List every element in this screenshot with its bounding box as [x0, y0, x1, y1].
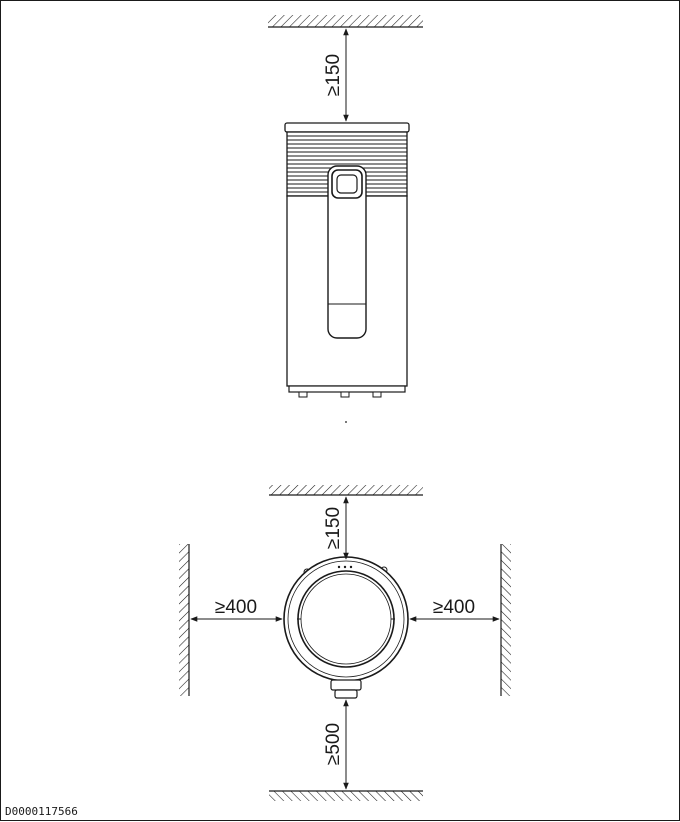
drawing-number: D0000117566 [5, 805, 78, 818]
rear-clearance-dimension: ≥500 [323, 699, 349, 790]
heat-pump-top [283, 556, 409, 699]
top-view: ≥150 ≥400 ≥400 ≥500 [179, 485, 511, 801]
ceiling-wall [268, 15, 423, 28]
top-front-clearance-label: ≥150 [323, 507, 344, 549]
air-louvres [287, 135, 407, 193]
front-top-clearance-label: ≥150 [323, 54, 344, 96]
centre-mark [345, 421, 347, 423]
left-wall [179, 544, 190, 696]
right-clearance-label: ≥400 [433, 597, 475, 618]
top-front-clearance-dimension: ≥150 [323, 496, 349, 560]
front-wall [269, 485, 423, 496]
front-view: ≥150 [268, 15, 423, 423]
right-clearance-dimension: ≥400 [409, 597, 500, 622]
rear-wall [269, 790, 423, 801]
left-clearance-label: ≥400 [215, 597, 257, 618]
rear-clearance-label: ≥500 [323, 723, 344, 765]
left-clearance-dimension: ≥400 [190, 597, 283, 622]
front-top-clearance-dimension: ≥150 [323, 28, 349, 122]
right-wall [500, 544, 511, 696]
heat-pump-front [284, 122, 410, 398]
